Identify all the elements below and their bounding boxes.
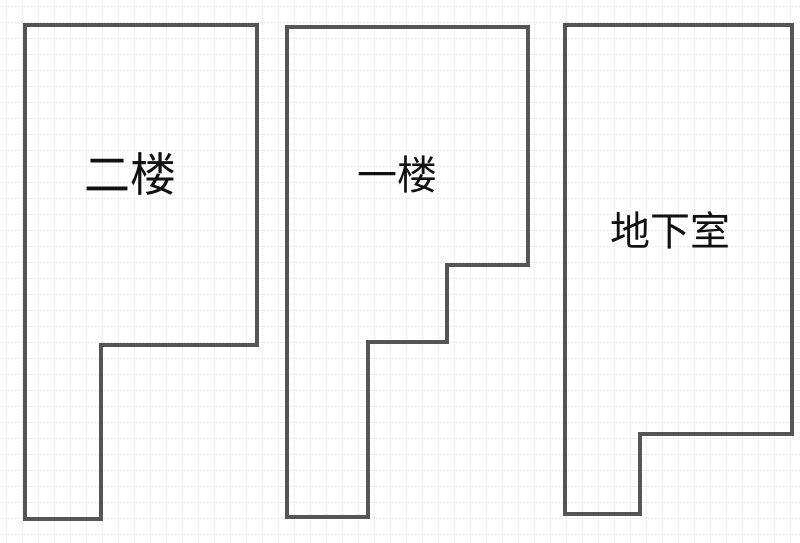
label-first-floor: 一楼 [357, 153, 437, 199]
label-second-floor: 二楼 [84, 148, 176, 202]
floor-outline-second [23, 23, 259, 521]
floor-outline-first [285, 25, 530, 519]
label-basement: 地下室 [610, 209, 730, 255]
floor-outline-basement [563, 23, 794, 516]
